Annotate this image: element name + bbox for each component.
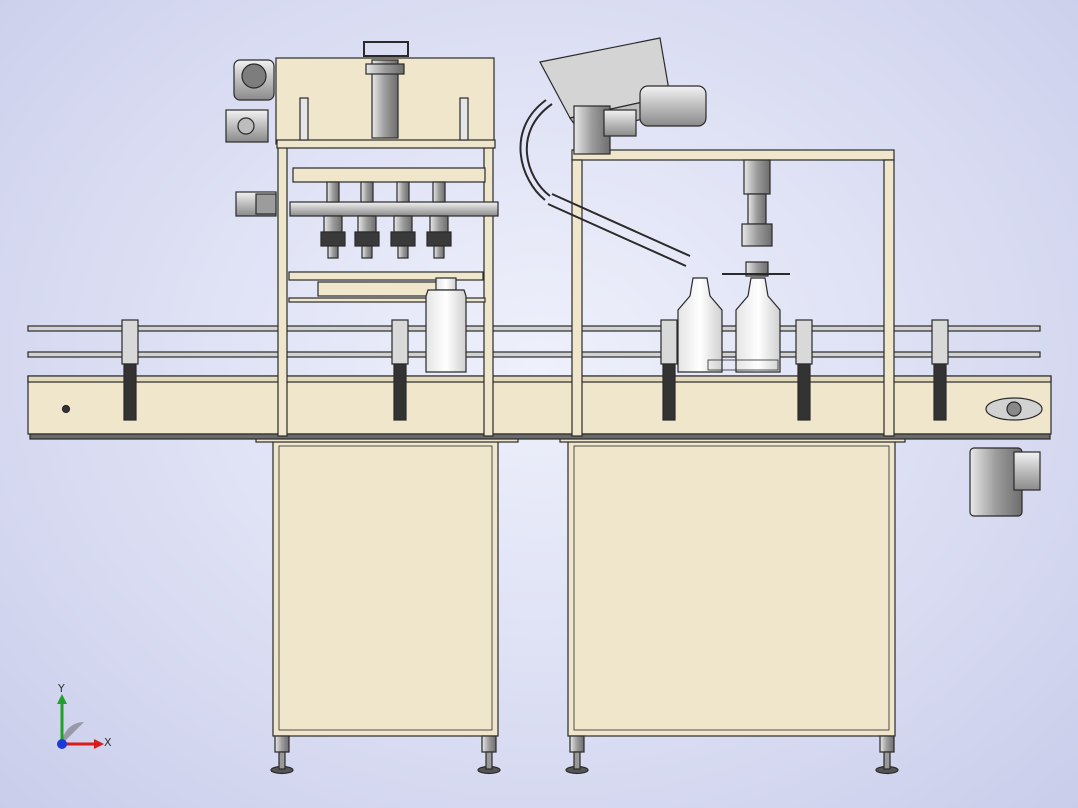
conveyor-body (27, 375, 1052, 440)
capper-bottles (677, 277, 781, 373)
orientation-triad: Y X (48, 682, 118, 754)
guide-bracket (121, 319, 139, 421)
nozzle (390, 181, 416, 259)
guide-bracket (931, 319, 949, 421)
capper-base-cabinet (559, 433, 906, 775)
capper-frame (571, 149, 895, 437)
nozzle (320, 181, 346, 259)
bottle-at-filler (425, 277, 467, 373)
axis-triad-icon (57, 694, 104, 749)
guide-bracket (391, 319, 409, 421)
cap-hopper (539, 37, 707, 155)
side-valve-assembly (225, 59, 277, 217)
guide-bracket (795, 319, 813, 421)
y-axis-label: Y (58, 682, 65, 695)
conveyor-drive-motor (969, 397, 1043, 517)
nozzle (354, 181, 380, 259)
nozzle (426, 181, 452, 259)
x-axis-label: X (104, 736, 112, 749)
guide-brackets (121, 319, 949, 421)
cap-chute (519, 99, 691, 267)
filler-frame (275, 41, 499, 437)
filling-nozzles (320, 181, 452, 259)
filler-base-cabinet (255, 433, 519, 775)
conveyor-guide-rails (27, 325, 1041, 358)
guide-bracket (660, 319, 678, 421)
